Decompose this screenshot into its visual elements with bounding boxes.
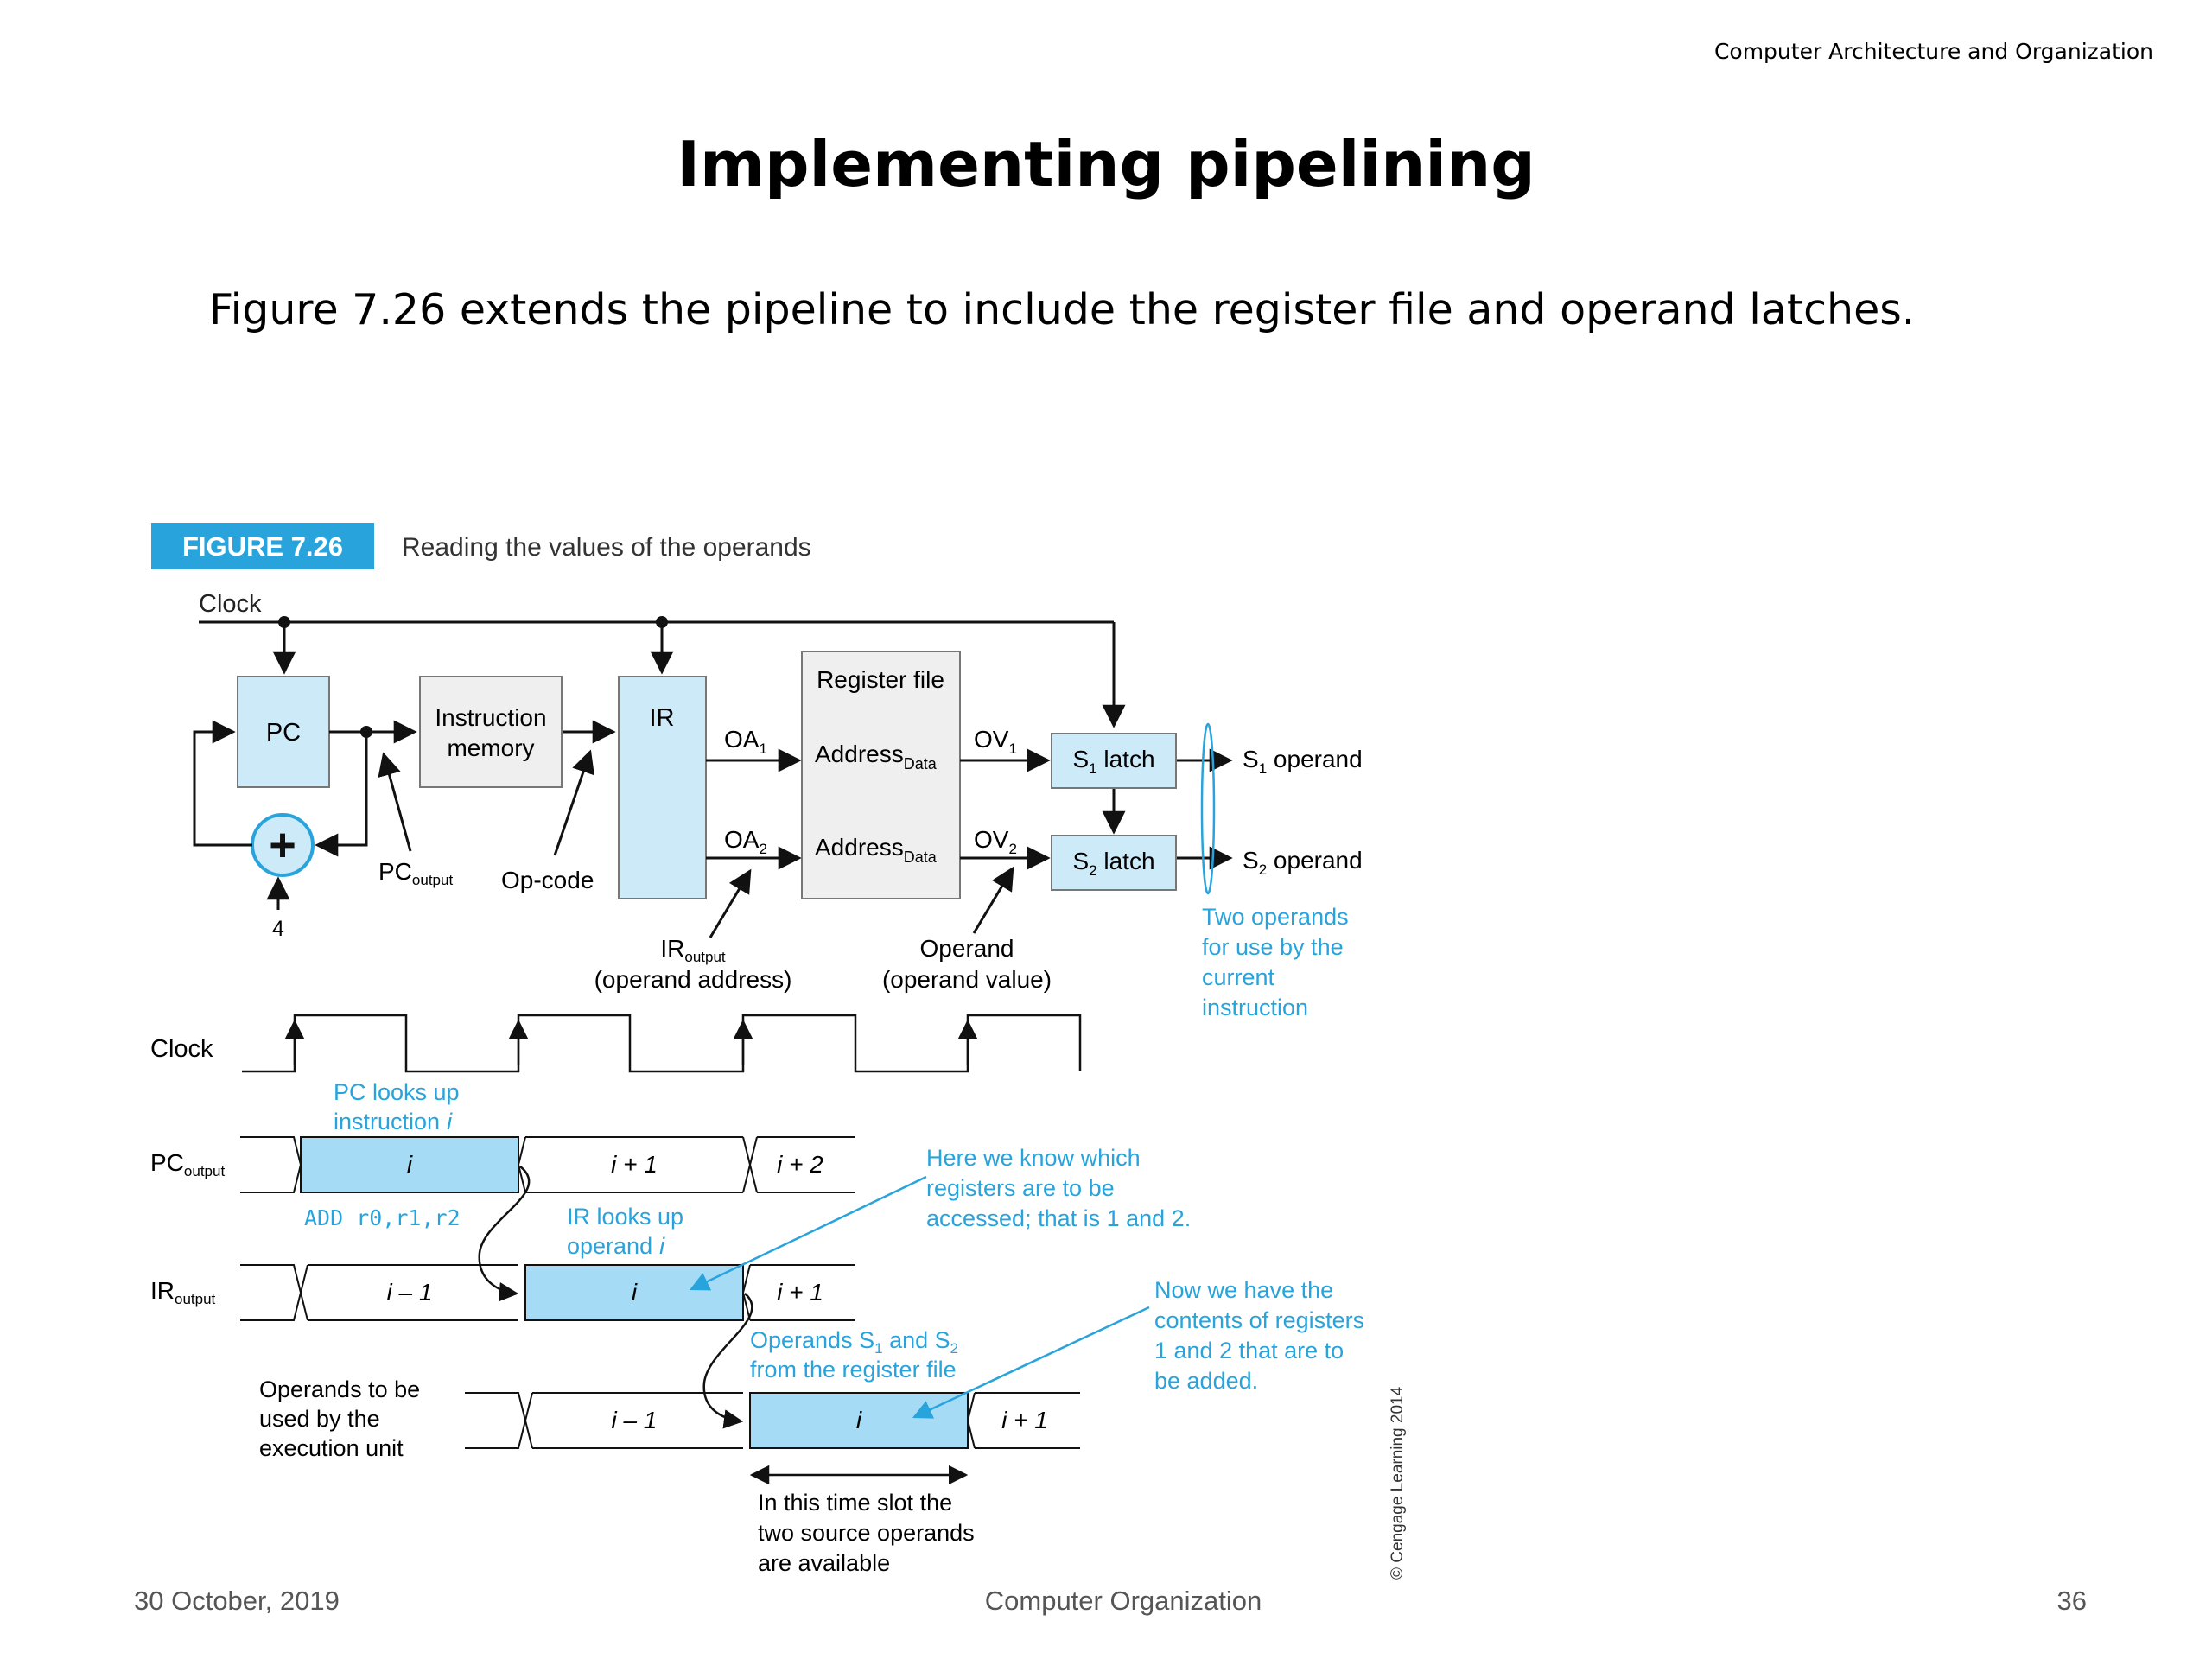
- operands-highlight-ellipse: [1200, 722, 1216, 895]
- now-have-pointer: [912, 1306, 1150, 1419]
- timing-clock-label: Clock: [150, 1035, 213, 1063]
- plus-icon: +: [269, 819, 296, 871]
- clock-label: Clock: [199, 590, 262, 618]
- page-number: 36: [2056, 1586, 2087, 1616]
- pc-box: [237, 676, 330, 788]
- s2-latch-box: [1051, 835, 1177, 891]
- ir-output-label: IRoutput: [660, 935, 726, 965]
- pc-slot-i-box: [300, 1136, 519, 1193]
- figure-tag: FIGURE 7.26: [182, 531, 343, 562]
- oa2-label: OA2: [724, 826, 767, 857]
- ir-output-row-label: IRoutput: [150, 1277, 216, 1307]
- ir-label: IR: [650, 704, 675, 732]
- two-operands-note: Two operands for use by the current inst…: [1202, 904, 1355, 1020]
- here-know-note: Here we know which registers are to be a…: [926, 1145, 1191, 1231]
- footer-course: Computer Organization: [984, 1586, 1262, 1616]
- operands-slot-i-plus-1: i + 1: [1001, 1407, 1048, 1433]
- ir-slot-i-plus-1: i + 1: [777, 1279, 823, 1306]
- pc-output-row-label: PCoutput: [150, 1149, 225, 1179]
- opcode-label: Op-code: [501, 867, 594, 893]
- operand-value-label: (operand value): [882, 966, 1052, 993]
- time-slot-note: In this time slot the two source operand…: [758, 1490, 981, 1576]
- ir-slot-i-minus-1: i – 1: [387, 1279, 433, 1306]
- ir-slot-i: i: [632, 1279, 638, 1306]
- pc-label: PC: [266, 719, 301, 747]
- operand-address-label: (operand address): [594, 966, 792, 993]
- clock-edge-arrows: [284, 1019, 978, 1065]
- here-know-pointer: [689, 1175, 927, 1291]
- transfer-curves: [478, 1166, 753, 1429]
- footer-date: 30 October, 2019: [134, 1586, 340, 1616]
- s1-latch-label: S1 latch: [1072, 746, 1154, 777]
- s2-operand-label: S2 operand: [1243, 847, 1363, 878]
- ir-slot-i-box: [524, 1264, 744, 1321]
- operands-slot-i: i: [856, 1407, 862, 1433]
- s1-latch-box: [1051, 733, 1177, 789]
- s1-operand-label: S1 operand: [1243, 746, 1363, 777]
- figure-caption: Reading the values of the operands: [402, 533, 811, 562]
- figure-tag-box: [151, 523, 374, 569]
- from-register-file-note: from the register file: [750, 1357, 957, 1382]
- slide-title: Implementing pipelining: [677, 128, 1535, 200]
- operands-s1-s2-note: Operands S1 and S2: [750, 1327, 958, 1357]
- now-have-note: Now we have the contents of registers 1 …: [1154, 1277, 1371, 1394]
- operand-address-wires: [706, 748, 1233, 938]
- operands-row-label: Operands to be used by the execution uni…: [259, 1376, 427, 1461]
- add-instruction: ADD r0,r1,r2: [304, 1205, 461, 1230]
- pc-feedback-wires: [193, 720, 616, 910]
- address-data-1: AddressData: [815, 741, 938, 772]
- slide-body-text: Figure 7.26 extends the pipeline to incl…: [209, 285, 1916, 334]
- pc-output-label: PCoutput: [378, 858, 453, 888]
- pc-slot-i-plus-2: i + 2: [777, 1151, 823, 1178]
- instruction-memory-label-1: Instruction: [435, 704, 546, 731]
- operands-slot-i-minus-1: i – 1: [612, 1407, 658, 1433]
- copyright-text: © Cengage Learning 2014: [1389, 1386, 1407, 1580]
- ir-box: [618, 676, 707, 899]
- pc-slot-i: i: [407, 1151, 413, 1178]
- course-header: Computer Architecture and Organization: [1713, 39, 2153, 64]
- clock-junction-pc: [278, 616, 290, 628]
- instruction-memory-box: [419, 676, 563, 788]
- register-file-box: [801, 651, 961, 899]
- operands-row-lines: [465, 1392, 1080, 1449]
- oa1-label: OA1: [724, 726, 767, 757]
- pc-output-junction: [360, 726, 372, 738]
- ov1-label: OV1: [974, 726, 1017, 757]
- ir-output-row-lines: [240, 1264, 855, 1321]
- address-data-2: AddressData: [815, 834, 938, 866]
- pc-slot-i-plus-1: i + 1: [611, 1151, 658, 1178]
- ov2-label: OV2: [974, 826, 1017, 857]
- operand-label: Operand: [920, 935, 1014, 962]
- s2-latch-label: S2 latch: [1072, 848, 1154, 879]
- clock-junction-ir: [656, 616, 668, 628]
- instruction-memory-label-2: memory: [447, 734, 534, 761]
- increment-four: 4: [272, 917, 284, 941]
- register-file-label: Register file: [817, 666, 944, 693]
- clock-waveform: [242, 1014, 1082, 1073]
